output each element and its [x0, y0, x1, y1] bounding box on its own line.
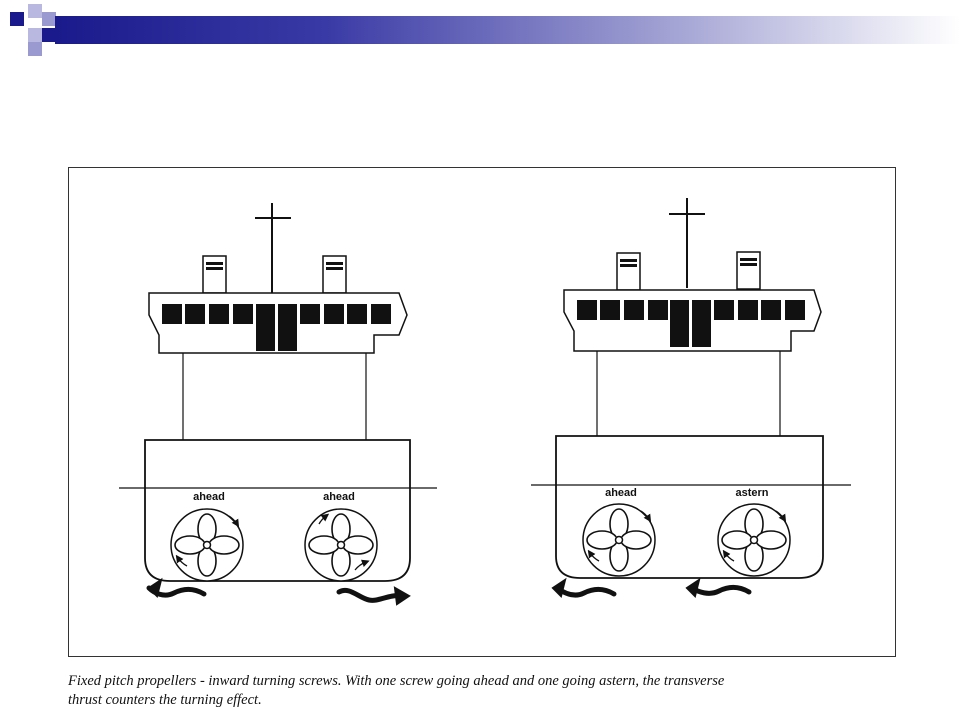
- caption-line-2: thrust counters the turning effect.: [68, 692, 262, 708]
- propeller-label-starboard: ahead: [323, 491, 355, 503]
- figure-caption: Fixed pitch propellers - inward turning …: [68, 672, 918, 710]
- header-square: [28, 42, 42, 56]
- thrust-arrow: [554, 585, 617, 598]
- propeller-label-port: ahead: [605, 487, 637, 499]
- propeller-starboard: [304, 508, 378, 582]
- propeller-label-starboard: astern: [735, 487, 768, 499]
- header-square: [42, 28, 56, 42]
- thrust-arrowhead: [551, 577, 567, 598]
- propeller-port: [582, 503, 656, 577]
- twin-screw-diagram: ahead ahead: [119, 198, 851, 606]
- thrust-arrowhead: [147, 577, 163, 598]
- propeller-label-port: ahead: [193, 491, 225, 503]
- funnel: [616, 252, 641, 291]
- header-gradient-bar: [55, 16, 960, 44]
- thrust-arrowhead: [393, 586, 411, 606]
- caption-line-1: Fixed pitch propellers - inward turning …: [68, 673, 725, 689]
- funnel: [736, 251, 761, 290]
- header-square: [10, 12, 24, 26]
- ship-right: ahead astern: [531, 198, 851, 598]
- propeller-port: [170, 508, 244, 582]
- header-square: [28, 28, 42, 42]
- header-square: [42, 12, 56, 26]
- funnel: [322, 255, 347, 294]
- propeller-starboard: [717, 503, 791, 577]
- ship-left: ahead ahead: [119, 203, 437, 606]
- thrust-arrow: [336, 587, 404, 603]
- thrust-arrow: [688, 584, 752, 596]
- slide-header-decoration: [0, 0, 960, 60]
- header-square: [28, 4, 42, 18]
- funnel: [202, 255, 227, 294]
- thrust-arrowhead: [685, 577, 701, 598]
- figure-frame: ahead ahead: [68, 167, 896, 657]
